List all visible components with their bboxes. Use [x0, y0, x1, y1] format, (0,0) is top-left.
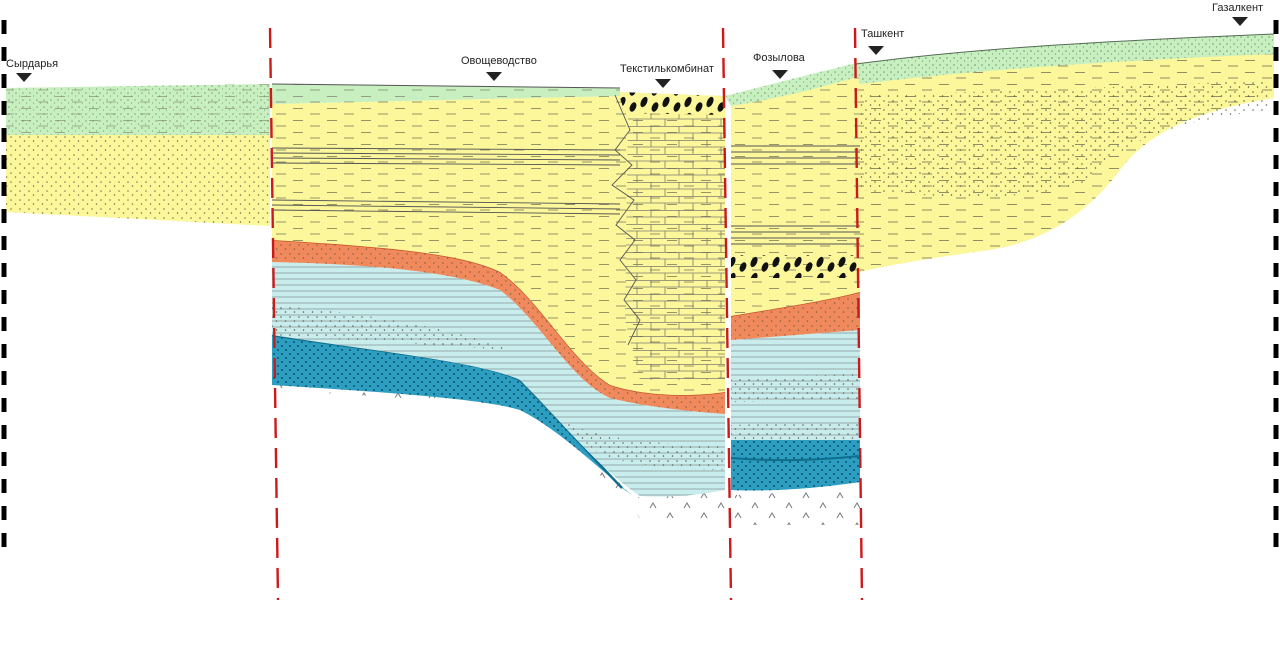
well-label-gazalkent: Газалкент [1212, 2, 1263, 14]
well-triangle-icon [868, 46, 884, 55]
well-fozilova: Фозылова [753, 52, 806, 79]
well-label-syrdarya: Сырдарья [6, 58, 58, 70]
well-triangle-icon [1232, 17, 1248, 26]
well-label-fozilova: Фозылова [753, 52, 806, 64]
fault-line-2 [721, 27, 733, 601]
well-triangle-icon [655, 79, 671, 88]
well-label-tekstilkombinat: Текстилькомбинат [620, 63, 714, 75]
well-tashkent: Ташкент [861, 28, 904, 55]
fault-line-3 [853, 27, 864, 601]
well-syrdarya: Сырдарья [6, 58, 58, 82]
well-ovoshchevodstvo: Овощеводство [461, 55, 537, 81]
fozilova-block [725, 62, 861, 525]
well-label-tashkent: Ташкент [861, 28, 904, 40]
left-block [6, 84, 270, 226]
central-block [271, 83, 726, 520]
well-triangle-icon [486, 72, 502, 81]
faults [268, 27, 864, 601]
well-triangle-icon [772, 70, 788, 79]
well-label-ovoshchevodstvo: Овощеводство [461, 55, 537, 67]
fault-line-1 [268, 27, 280, 601]
right-block [855, 33, 1275, 272]
well-triangle-icon [16, 73, 32, 82]
well-gazalkent: Газалкент [1212, 2, 1263, 26]
well-tekstilkombinat: Текстилькомбинат [620, 63, 714, 88]
